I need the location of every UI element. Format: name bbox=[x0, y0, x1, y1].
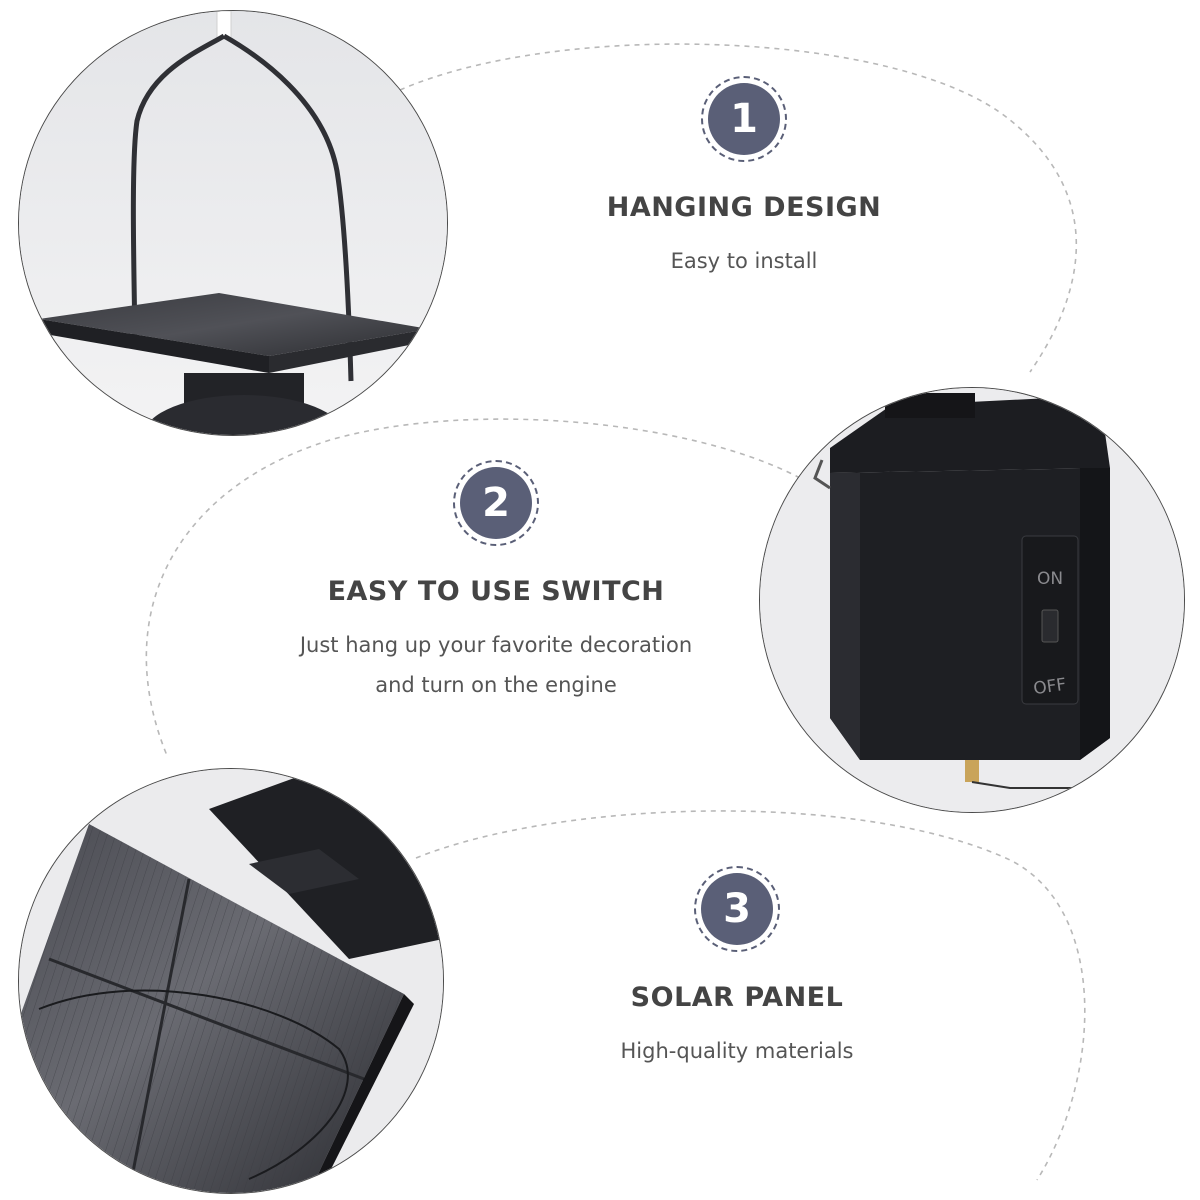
feature-title: SOLAR PANEL bbox=[630, 982, 844, 1013]
switch-off-label: OFF bbox=[1032, 675, 1067, 699]
dashed-curve-3 bbox=[415, 810, 1086, 1181]
hook-string bbox=[216, 11, 232, 40]
step-badge: 1 bbox=[701, 76, 787, 162]
feature-easy-switch: 2 EASY TO USE SWITCH Just hang up your f… bbox=[246, 460, 746, 705]
switch-housing-illustration: ON OFF bbox=[760, 388, 1184, 812]
description-line: Easy to install bbox=[670, 249, 818, 273]
step-number: 1 bbox=[708, 83, 780, 155]
solar-panel-top bbox=[39, 293, 429, 356]
dashed-curve-1 bbox=[399, 43, 1078, 373]
solar-panel-photo bbox=[18, 768, 444, 1194]
description-line: Just hang up your favorite decoration bbox=[299, 633, 693, 657]
feature-description: Just hang up your favorite decoration an… bbox=[246, 625, 746, 705]
solar-panel-illustration bbox=[19, 769, 443, 1193]
feature-solar-panel: 3 SOLAR PANEL High-quality materials bbox=[537, 866, 937, 1071]
feature-title: HANGING DESIGN bbox=[606, 192, 882, 223]
lamp-body bbox=[144, 395, 344, 435]
step-badge: 3 bbox=[694, 866, 780, 952]
step-number: 3 bbox=[701, 873, 773, 945]
feature-description: Easy to install bbox=[544, 241, 944, 281]
hanging-lamp-illustration bbox=[19, 11, 447, 435]
hanging-lamp-photo bbox=[18, 10, 448, 436]
description-line: and turn on the engine bbox=[375, 673, 617, 697]
switch-toggle bbox=[1041, 609, 1059, 643]
feature-description: High-quality materials bbox=[537, 1031, 937, 1071]
wire-hanger bbox=[130, 33, 226, 342]
feature-hanging-design: 1 HANGING DESIGN Easy to install bbox=[544, 76, 944, 281]
description-line: High-quality materials bbox=[620, 1039, 854, 1063]
step-badge: 2 bbox=[453, 460, 539, 546]
step-number: 2 bbox=[460, 467, 532, 539]
switch-housing-photo: ON OFF bbox=[759, 387, 1185, 813]
feature-title: EASY TO USE SWITCH bbox=[327, 576, 665, 607]
switch-on-label: ON bbox=[1037, 569, 1063, 589]
